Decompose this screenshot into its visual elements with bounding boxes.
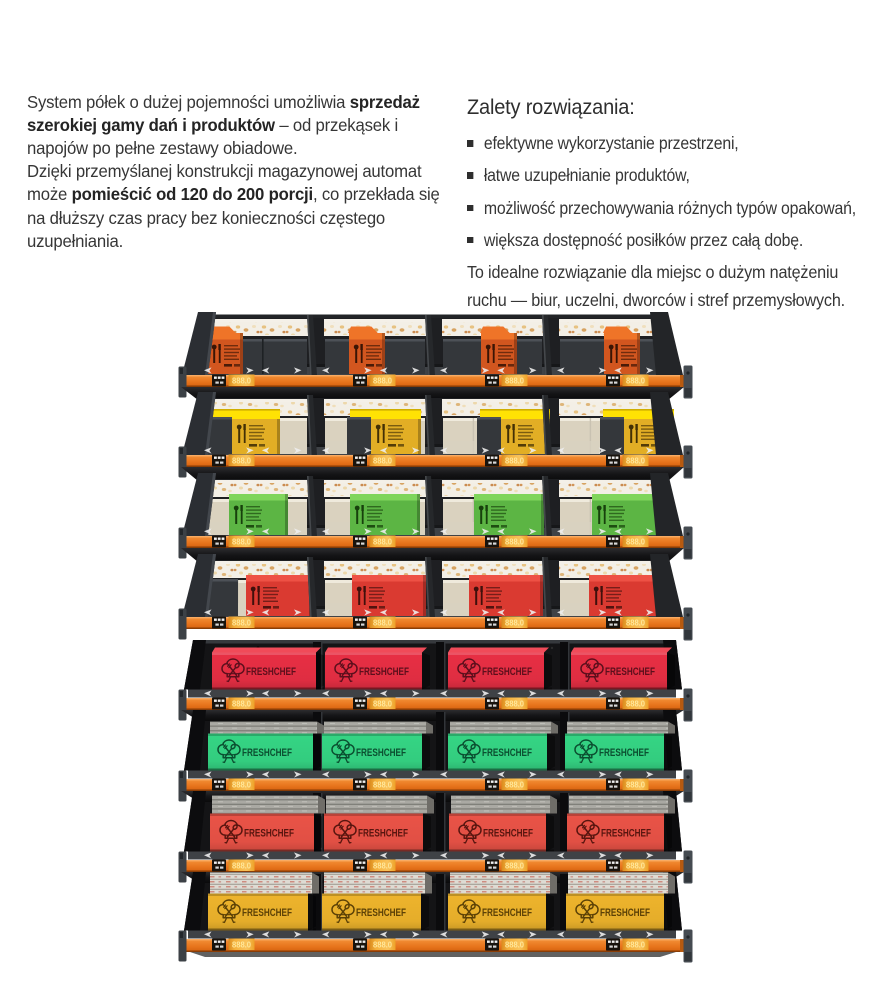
svg-text:FRESHCHEF: FRESHCHEF [356,747,406,759]
svg-text:FRESHCHEF: FRESHCHEF [483,828,533,840]
svg-text:FRESHCHEF: FRESHCHEF [358,828,408,840]
svg-text:FRESHCHEF: FRESHCHEF [482,907,532,919]
svg-text:FRESHCHEF: FRESHCHEF [605,666,655,678]
svg-text:FRESHCHEF: FRESHCHEF [356,907,406,919]
svg-text:FRESHCHEF: FRESHCHEF [244,828,294,840]
svg-text:FRESHCHEF: FRESHCHEF [599,747,649,759]
svg-text:FRESHCHEF: FRESHCHEF [601,828,651,840]
svg-text:FRESHCHEF: FRESHCHEF [242,907,292,919]
svg-text:FRESHCHEF: FRESHCHEF [482,666,532,678]
svg-text:FRESHCHEF: FRESHCHEF [482,747,532,759]
svg-text:FRESHCHEF: FRESHCHEF [246,666,296,678]
svg-text:FRESHCHEF: FRESHCHEF [600,907,650,919]
svg-text:FRESHCHEF: FRESHCHEF [359,666,409,678]
svg-text:FRESHCHEF: FRESHCHEF [242,747,292,759]
